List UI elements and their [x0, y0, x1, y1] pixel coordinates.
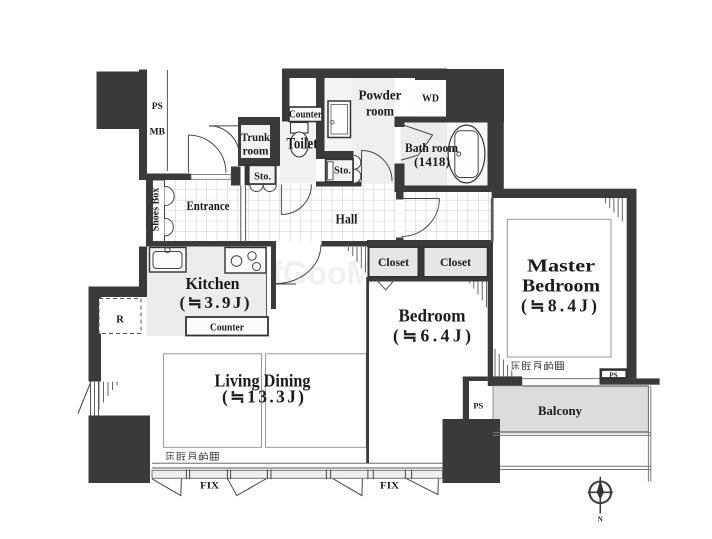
svg-text:Powder: Powder — [359, 89, 402, 104]
svg-text:room: room — [366, 105, 394, 120]
svg-text:Trunk: Trunk — [241, 132, 271, 144]
svg-text:room: room — [243, 146, 269, 158]
svg-text:PS: PS — [473, 401, 483, 411]
svg-text:Living Dining: Living Dining — [215, 371, 311, 391]
svg-text:R: R — [116, 315, 124, 326]
svg-text:FIX: FIX — [380, 482, 399, 492]
svg-text:PS: PS — [609, 372, 617, 380]
svg-text:fGooMl: fGooMl — [272, 255, 382, 291]
svg-text:Bedroom: Bedroom — [399, 306, 466, 326]
svg-text:Entrance: Entrance — [187, 198, 230, 213]
svg-text:N: N — [598, 516, 603, 524]
svg-text:Master: Master — [527, 256, 595, 276]
svg-text:Counter: Counter — [289, 110, 322, 121]
svg-text:Kitchen: Kitchen — [186, 274, 241, 293]
svg-text:Balcony: Balcony — [538, 403, 582, 418]
svg-text:Sto.: Sto. — [334, 166, 351, 177]
svg-text:(≒6.4J): (≒6.4J) — [393, 326, 471, 346]
svg-text:(≒3.9J): (≒3.9J) — [180, 293, 250, 312]
svg-text:Hall: Hall — [336, 213, 358, 228]
svg-text:Bedroom: Bedroom — [522, 276, 600, 296]
svg-text:Counter: Counter — [210, 323, 244, 334]
svg-text:Shoes Box: Shoes Box — [150, 188, 161, 232]
svg-text:Closet: Closet — [378, 255, 409, 269]
svg-text:(≒13.3J): (≒13.3J) — [222, 387, 304, 407]
svg-text:Sto.: Sto. — [254, 172, 271, 183]
svg-text:PS: PS — [152, 102, 163, 112]
svg-text:WD: WD — [422, 94, 439, 105]
svg-text:(1418): (1418) — [414, 154, 450, 169]
svg-text:(≒8.4J): (≒8.4J) — [521, 296, 597, 316]
svg-text:Closet: Closet — [440, 255, 471, 269]
svg-text:MB: MB — [150, 128, 166, 138]
svg-text:Toilet: Toilet — [287, 136, 319, 153]
svg-text:Bath room: Bath room — [405, 140, 458, 155]
svg-text:FIX: FIX — [200, 482, 219, 492]
